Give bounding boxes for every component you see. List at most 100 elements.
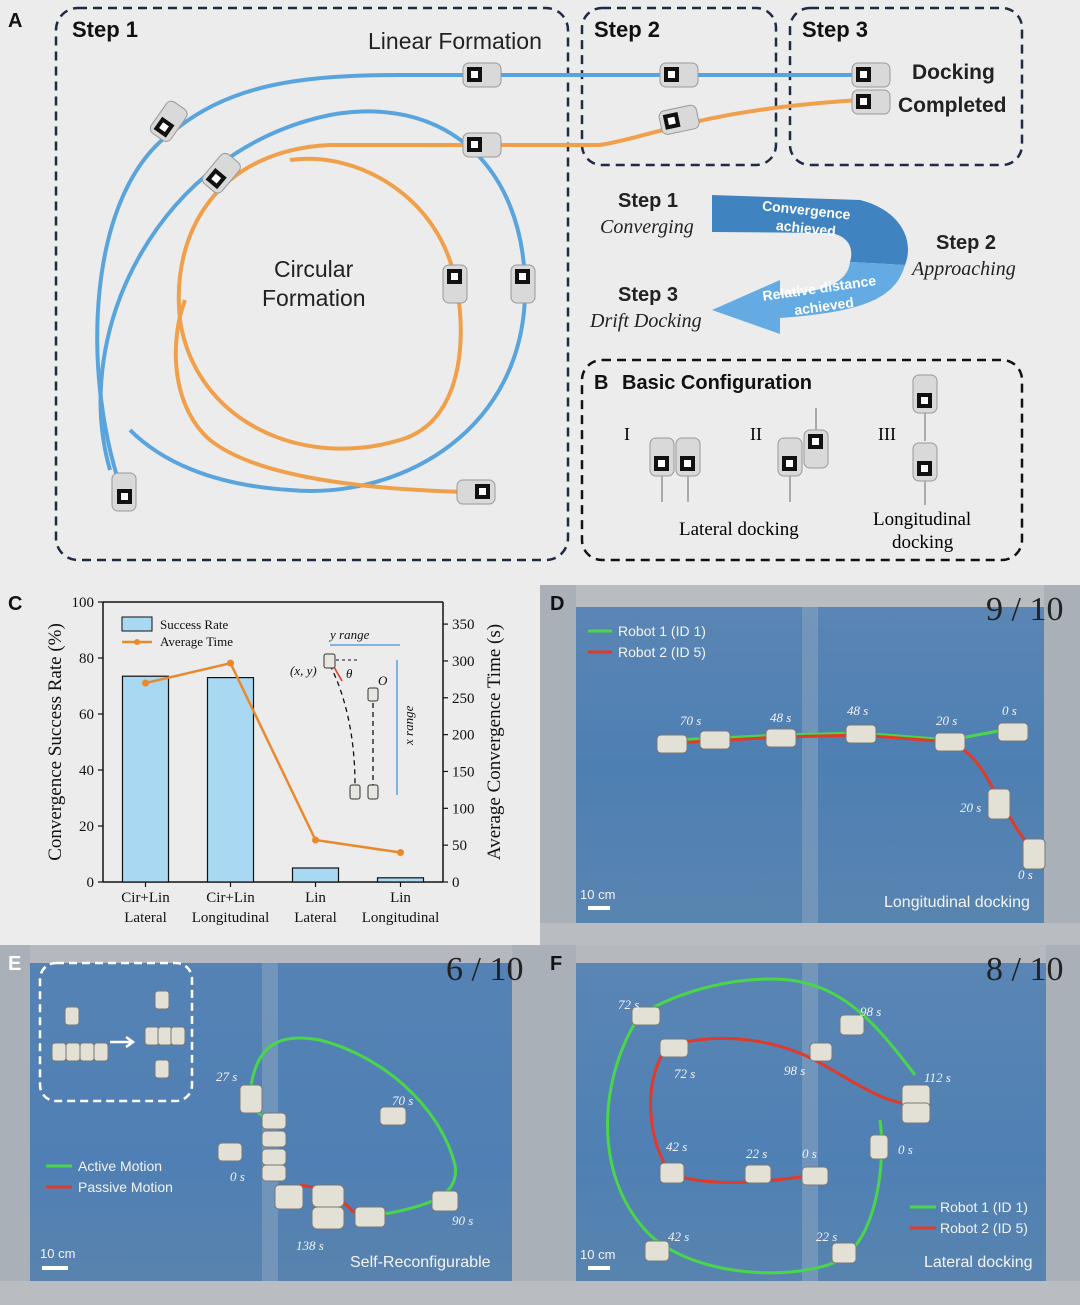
circular-label-1: Circular: [274, 256, 354, 282]
y-tick-label: 80: [79, 651, 94, 667]
inset-robot-end-2: [367, 784, 379, 800]
y2-tick-label: 150: [452, 764, 475, 780]
success-rate-chart: 020406080100050100150200250300350Cir+Lin…: [45, 595, 505, 926]
panel-e-time-1: 27 s: [216, 1069, 238, 1084]
y2-tick-label: 350: [452, 617, 475, 633]
panel-f-time-5: 112 s: [924, 1070, 951, 1085]
panel-f-time-8: 0 s: [802, 1146, 817, 1161]
y2-tick-label: 50: [452, 838, 467, 854]
inset-trajectory: [329, 664, 356, 786]
y2-tick-label: 0: [452, 875, 460, 891]
panel-f-time-9: 0 s: [898, 1142, 913, 1157]
panel-d-scale: 10 cm: [580, 887, 616, 902]
average-time-point-2: [227, 659, 234, 667]
inset-xy-label: (x, y): [290, 663, 317, 678]
cycle-arrow-bottom: [712, 262, 905, 334]
inset-origin-label: O: [378, 673, 388, 688]
average-time-point-1: [142, 679, 149, 687]
panel-d-caption: Longitudinal docking: [884, 894, 1030, 911]
docking-label-1: Docking: [912, 61, 995, 84]
y-tick-label: 0: [87, 875, 95, 891]
y-axis-label: Convergence Success Rate (%): [45, 623, 66, 861]
basic-config-title: Basic Configuration: [622, 372, 813, 394]
panel-d-legend-2: Robot 2 (ID 5): [618, 644, 706, 660]
panel-e-ratio: 6 / 10: [446, 951, 524, 988]
step3-box: [788, 6, 1024, 167]
x-tick-label-line1: Cir+Lin: [206, 890, 255, 906]
legend-line-marker: [134, 639, 140, 645]
inset-robot-start: [323, 653, 336, 669]
panel-b-letter: B: [594, 372, 609, 394]
cycle-step2-sub: Approaching: [912, 258, 1016, 280]
cycle-step1-sub: Converging: [600, 216, 694, 238]
x-tick-label-line1: Cir+Lin: [121, 890, 170, 906]
x-tick-label-line2: Longitudinal: [192, 910, 270, 926]
panel-f-legend-2: Robot 2 (ID 5): [940, 1220, 1028, 1236]
panel-f-time-3: 72 s: [674, 1066, 696, 1081]
panel-f-red-path: [649, 1037, 921, 1184]
panel-e-time-3: 0 s: [230, 1169, 245, 1184]
step2-box: [580, 6, 778, 167]
y2-tick-label: 100: [452, 801, 475, 817]
bar-2: [206, 676, 255, 883]
panel-e-photo: E 6 / 10 Active Motion Passive Motion 27…: [0, 945, 540, 1305]
robot-blue-circle-right: [510, 264, 536, 304]
linear-formation-label: Linear Formation: [368, 28, 542, 54]
lateral-docking-label: Lateral docking: [679, 519, 799, 540]
y-tick-label: 40: [79, 763, 94, 779]
average-time-line: [145, 661, 401, 854]
legend-line-label: Average Time: [160, 634, 233, 649]
robot-blue-start: [111, 472, 137, 512]
panel-f-time-2: 98 s: [860, 1004, 882, 1019]
cycle-step3-sub: Drift Docking: [590, 310, 702, 332]
blue-circle: [98, 109, 528, 493]
robot-orange-start: [456, 479, 496, 505]
bar-3: [291, 867, 340, 883]
panel-f-time-11: 22 s: [816, 1229, 838, 1244]
inset-robot-end-1: [349, 784, 361, 800]
robot-docked-1: [851, 62, 891, 88]
panel-f-time-1: 72 s: [618, 997, 640, 1012]
x-tick-label-line1: Lin: [305, 890, 326, 906]
orange-circle: [176, 143, 480, 451]
step1-title: Step 1: [72, 17, 139, 42]
inset-y-range-label: y range: [328, 627, 370, 642]
longitudinal-label-1: Longitudinal: [873, 509, 972, 530]
orange-tail: [173, 299, 471, 494]
legend-bar-swatch: [121, 616, 153, 632]
panel-d-time-7: 0 s: [1018, 867, 1033, 882]
robot-orange-step2: [658, 104, 700, 135]
panel-d-time-4: 20 s: [936, 713, 958, 728]
docking-label-2: Completed: [898, 94, 1007, 117]
panel-f-time-10: 42 s: [668, 1229, 690, 1244]
panel-d-legend-1: Robot 1 (ID 1): [618, 623, 706, 639]
panel-d-photo: D 9 / 10 Robot 1 (ID 1) Robot 2 (ID 5) 7…: [540, 585, 1080, 945]
panel-d-ratio: 9 / 10: [986, 591, 1064, 628]
config-i-robots: [649, 437, 701, 502]
panel-a-letter: A: [8, 10, 23, 32]
cycle-step3-title: Step 3: [618, 284, 679, 306]
panel-f-letter: F: [550, 953, 563, 975]
basic-config-box: [580, 358, 1024, 562]
step1-box: [54, 6, 570, 562]
cycle-arrow-top: [712, 195, 908, 265]
panel-d-red-path: [674, 733, 1039, 855]
y2-tick-label: 300: [452, 654, 475, 670]
bar-4: [376, 877, 425, 883]
panel-d-time-3: 48 s: [847, 703, 869, 718]
y2-axis-label: Average Convergence Time (s): [484, 624, 505, 860]
step2-title: Step 2: [594, 17, 661, 42]
config-ii-robots: [777, 408, 829, 502]
panel-f-scale: 10 cm: [580, 1247, 616, 1262]
y2-tick-label: 250: [452, 691, 475, 707]
robot-linear-step2: [659, 62, 699, 88]
robot-orange-step1: [462, 132, 502, 158]
circular-label-2: Formation: [262, 285, 366, 311]
panel-e-letter: E: [8, 953, 22, 975]
panel-d-time-6: 20 s: [960, 800, 982, 815]
panel-d-letter: D: [550, 593, 565, 615]
inset-theta-label: θ: [346, 666, 353, 681]
y-tick-label: 60: [79, 707, 94, 723]
x-tick-label-line2: Longitudinal: [362, 910, 440, 926]
